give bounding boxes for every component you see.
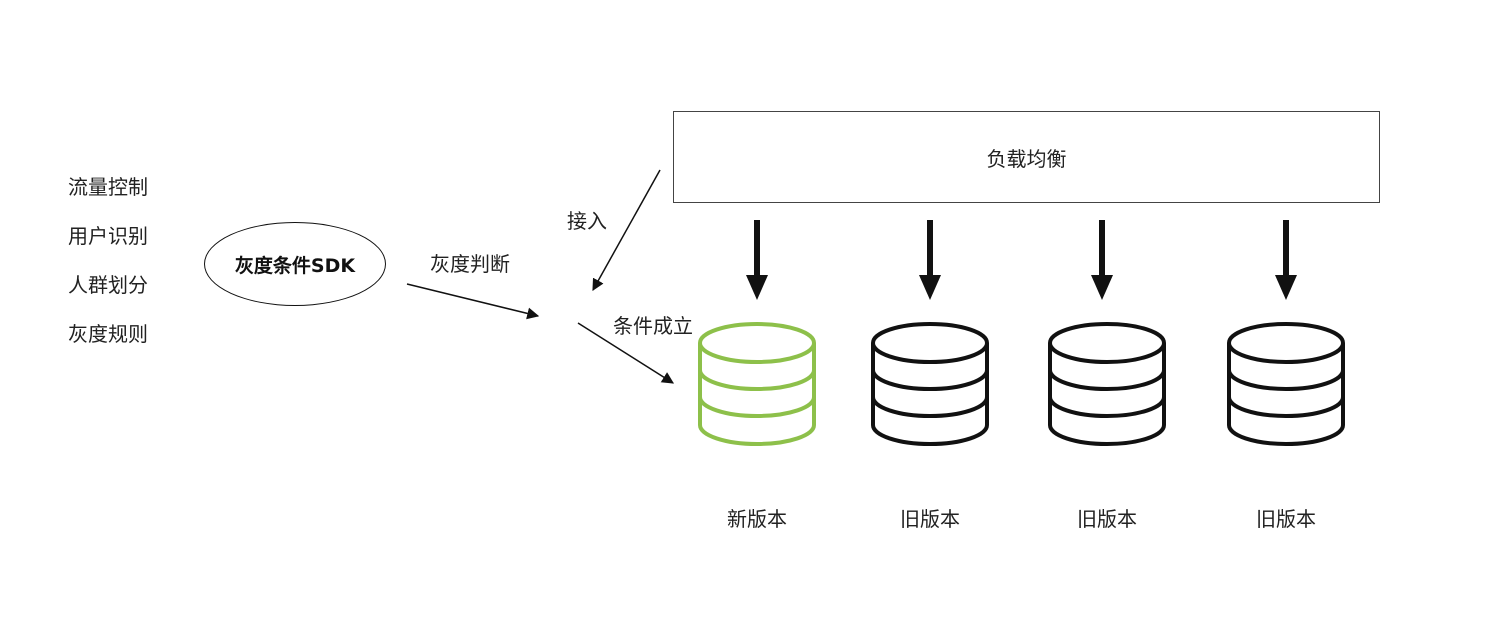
lb-arrow-1: [746, 220, 768, 300]
feature-list: 流量控制 用户识别 人群划分 灰度规则: [68, 170, 148, 366]
database-body: [871, 343, 989, 446]
database-disk-divider: [698, 369, 816, 391]
database-icon-old-version-3: [1227, 322, 1345, 446]
feature-item-user-identification: 用户识别: [68, 224, 148, 248]
feature-item-traffic-control: 流量控制: [68, 175, 148, 199]
database-disk-divider: [1048, 369, 1166, 391]
edge-label-access: 接入: [567, 209, 607, 233]
version-label-old-1: 旧版本: [900, 507, 960, 531]
version-label-old-3: 旧版本: [1256, 507, 1316, 531]
database-top-rim: [1048, 322, 1166, 364]
lb-arrow-4: [1275, 220, 1297, 300]
feature-item-crowd-segmentation: 人群划分: [68, 273, 148, 297]
version-label-old-2: 旧版本: [1077, 507, 1137, 531]
edge-label-gray-judgement: 灰度判断: [430, 252, 510, 276]
load-balancer-box: 负载均衡: [673, 111, 1380, 203]
lb-arrow-2: [919, 220, 941, 300]
database-body: [698, 343, 816, 446]
arrow-condition-met: [577, 322, 675, 384]
load-balancer-label: 负载均衡: [986, 146, 1067, 171]
database-disk-divider: [1227, 396, 1345, 418]
lb-arrow-3: [1091, 220, 1113, 300]
database-disk-divider: [871, 396, 989, 418]
database-icon-old-version-2: [1048, 322, 1166, 446]
database-disk-divider: [871, 369, 989, 391]
version-label-new: 新版本: [727, 507, 787, 531]
database-top-rim: [871, 322, 989, 364]
arrow-sdk-to-judgement: [406, 283, 540, 320]
database-disk-divider: [1048, 396, 1166, 418]
edge-label-condition-met: 条件成立: [613, 314, 693, 338]
database-top-rim: [1227, 322, 1345, 364]
database-body: [1048, 343, 1166, 446]
sdk-node: 灰度条件SDK: [204, 222, 386, 306]
database-icon-old-version-1: [871, 322, 989, 446]
feature-item-gray-rules: 灰度规则: [68, 322, 148, 346]
database-disk-divider: [1227, 369, 1345, 391]
arrow-access: [592, 169, 661, 292]
database-top-rim: [698, 322, 816, 364]
database-icon-new-version: [698, 322, 816, 446]
sdk-node-label: 灰度条件SDK: [234, 254, 356, 277]
database-disk-divider: [698, 396, 816, 418]
database-body: [1227, 343, 1345, 446]
